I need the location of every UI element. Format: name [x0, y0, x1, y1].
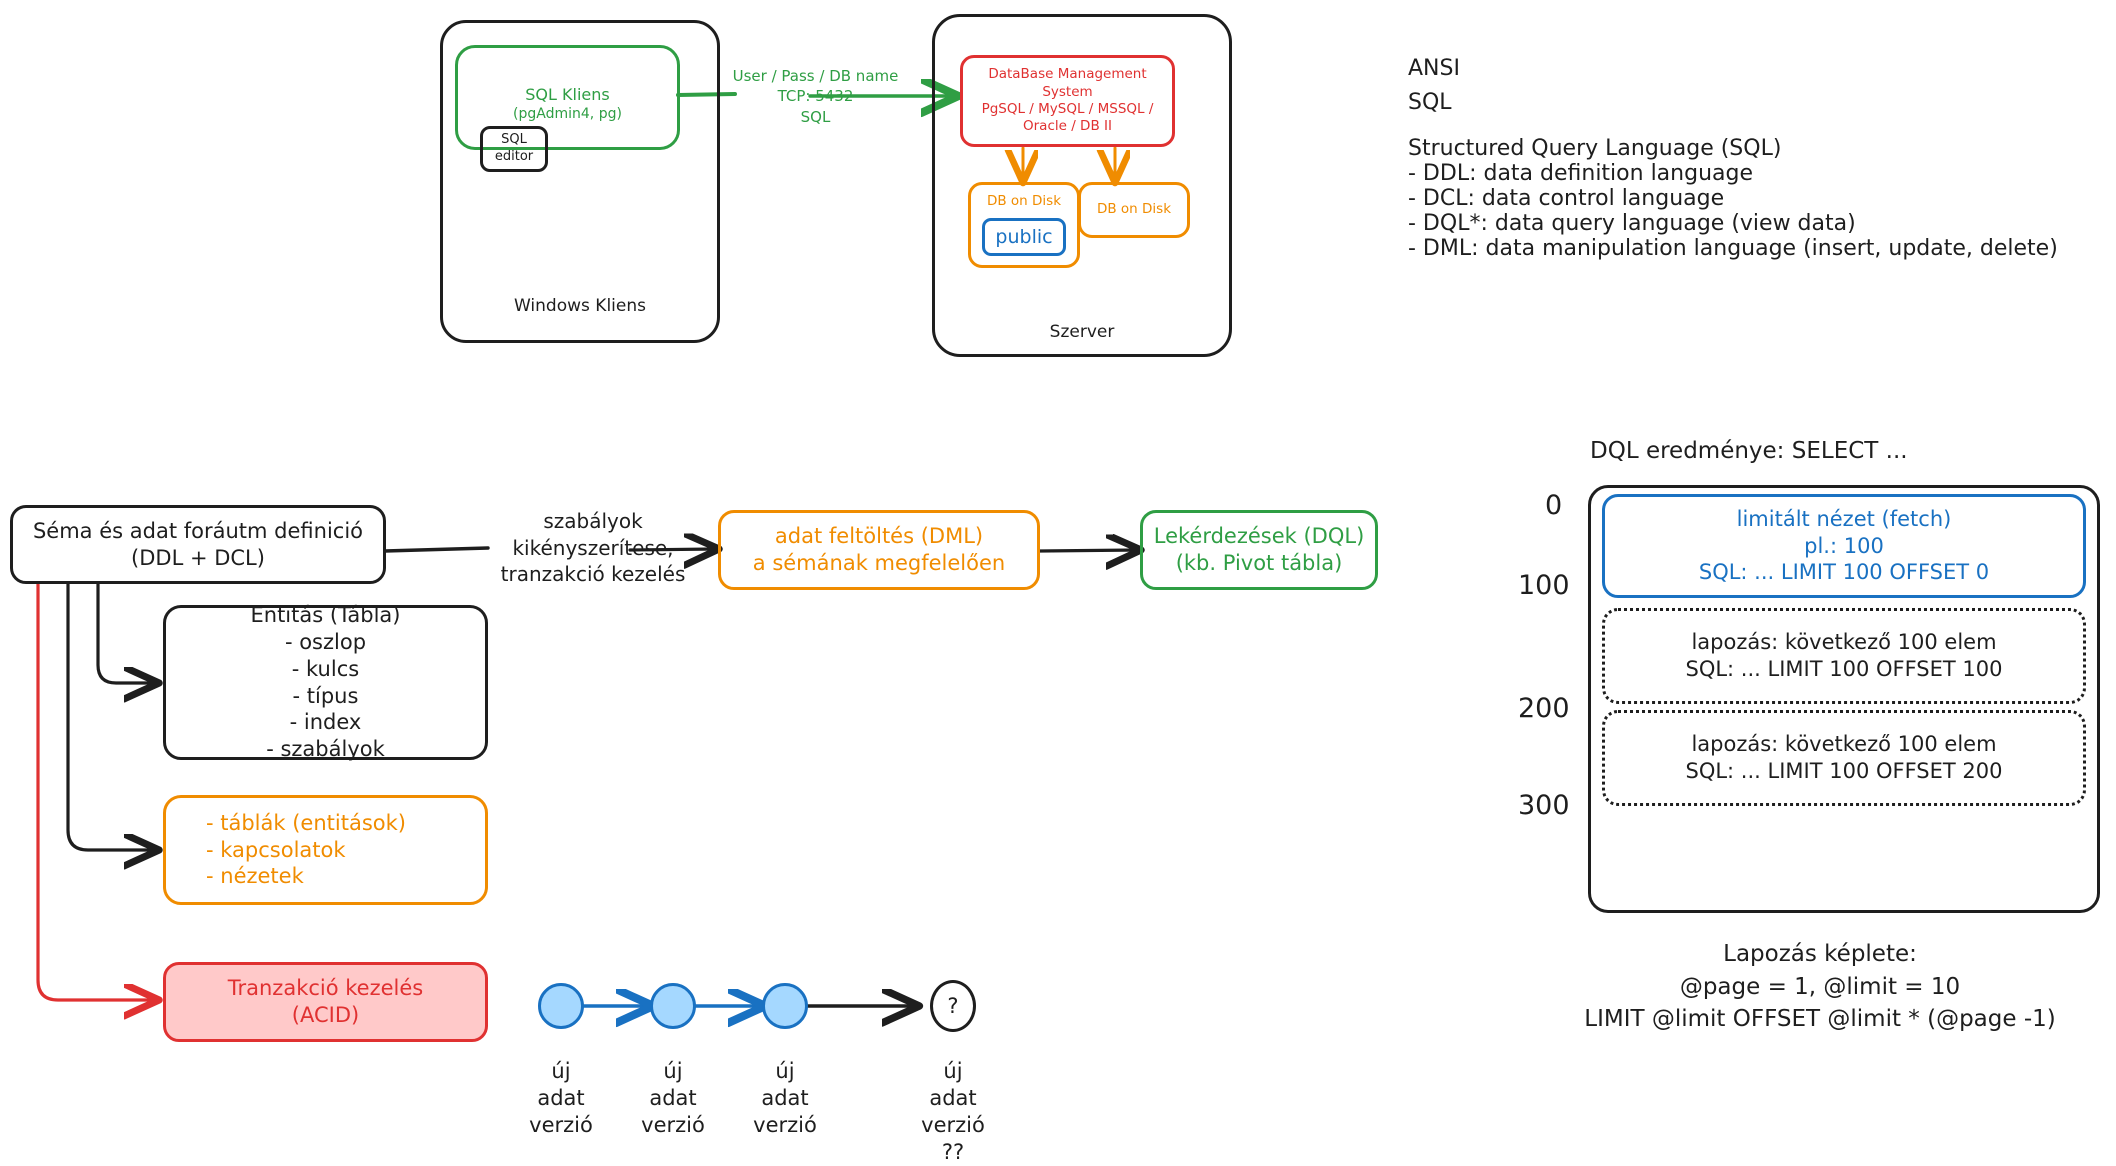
sql-note-item-1: - DCL: data control language — [1408, 186, 1725, 211]
axis-label-200: 200 — [1518, 693, 1570, 724]
version-node-2 — [762, 983, 808, 1029]
schema-public-box: public — [982, 218, 1066, 256]
version-label-2: új adat verzió — [753, 1059, 817, 1137]
pagination-title: DQL eredménye: SELECT ... — [1590, 438, 1908, 464]
connection-label: User / Pass / DB name TCP: 5432 SQL — [732, 67, 899, 126]
sql-note-title: Structured Query Language (SQL) — [1408, 136, 1782, 161]
page-label-1: lapozás: következő 100 elem SQL: ... LIM… — [1685, 629, 2003, 681]
arrow-schema-to-label — [383, 546, 490, 553]
page-label-2: lapozás: következő 100 elem SQL: ... LIM… — [1685, 731, 2003, 783]
page-box-1[interactable]: lapozás: következő 100 elem SQL: ... LIM… — [1602, 608, 2086, 704]
version-label-0: új adat verzió — [529, 1059, 593, 1137]
objects-box: - táblák (entitások) - kapcsolatok - néz… — [163, 795, 488, 905]
schema-public-label: public — [995, 225, 1053, 248]
entity-box: Entitás (Tábla) - oszlop - kulcs - típus… — [163, 602, 488, 762]
arrow-schema-to-transaction — [36, 581, 156, 1000]
sql-client-box — [455, 45, 680, 150]
entity-label: Entitás (Tábla) - oszlop - kulcs - típus… — [250, 602, 401, 762]
version-node-0 — [538, 983, 584, 1029]
schema-definition-label: Séma és adat foráutm definició (DDL + DC… — [32, 518, 364, 570]
db-on-disk-label-2: DB on Disk — [1096, 201, 1172, 218]
windows-client-container — [440, 20, 720, 343]
arrow-dml-to-dql — [1038, 550, 1138, 551]
arrow-schema-to-objects — [66, 581, 156, 850]
sql-note-item-3: - DML: data manipulation language (inser… — [1408, 236, 2058, 261]
version-label-3: új adat verzió ?? — [921, 1059, 985, 1164]
dml-label: adat feltöltés (DML) a sémának megfelelő… — [752, 524, 1006, 575]
sql-client-label: SQL Kliens — [525, 85, 610, 104]
axis-label-300: 300 — [1518, 790, 1570, 821]
schema-definition-box: Séma és adat foráutm definició (DDL + DC… — [10, 505, 386, 584]
transaction-label: Tranzakció kezelés (ACID) — [227, 976, 424, 1027]
result-set-container — [1588, 485, 2100, 913]
axis-label-100: 100 — [1518, 570, 1570, 601]
windows-client-label: Windows Kliens — [514, 296, 646, 316]
version-node-1 — [650, 983, 696, 1029]
page-label-0: limitált nézet (fetch) pl.: 100 SQL: ...… — [1698, 506, 1990, 585]
arrow-schema-to-entity — [96, 581, 156, 683]
rules-arrow-label: szabályok kikényszerítese, tranzakció ke… — [500, 509, 686, 587]
sql-note-item-0: - DDL: data definition language — [1408, 161, 1753, 186]
ansi-sql-note: ANSI SQL — [1408, 56, 1460, 116]
page-box-2[interactable]: lapozás: következő 100 elem SQL: ... LIM… — [1602, 710, 2086, 806]
db-on-disk-box-2: DB on Disk — [1078, 182, 1190, 238]
server-container — [932, 14, 1232, 357]
axis-label-0: 0 — [1545, 490, 1563, 521]
objects-label: - táblák (entitások) - kapcsolatok - néz… — [206, 810, 406, 889]
dml-box: adat feltöltés (DML) a sémának megfelelő… — [718, 510, 1040, 590]
sql-client-sublabel: (pgAdmin4, pg) — [513, 106, 622, 122]
version-node-3-unknown: ? — [930, 980, 976, 1032]
sql-editor-label: SQL editor — [494, 132, 534, 164]
db-on-disk-label-1: DB on Disk — [986, 193, 1062, 209]
pagination-formula: Lapozás képlete: @page = 1, @limit = 10 … — [1584, 941, 2056, 1033]
dql-box: Lekérdezések (DQL) (kb. Pivot tábla) — [1140, 510, 1378, 590]
dql-label: Lekérdezések (DQL) (kb. Pivot tábla) — [1153, 524, 1365, 575]
dbms-label: DataBase Management System PgSQL / MySQL… — [981, 66, 1154, 135]
page-box-0[interactable]: limitált nézet (fetch) pl.: 100 SQL: ...… — [1602, 494, 2086, 598]
server-label: Szerver — [1049, 322, 1115, 342]
question-mark-icon: ? — [947, 994, 959, 1018]
dbms-box: DataBase Management System PgSQL / MySQL… — [960, 55, 1175, 147]
transaction-box[interactable]: Tranzakció kezelés (ACID) — [163, 962, 488, 1042]
sql-editor-box: SQL editor — [480, 126, 548, 172]
sql-note-item-2: - DQL*: data query language (view data) — [1408, 211, 1856, 236]
version-label-1: új adat verzió — [641, 1059, 705, 1137]
